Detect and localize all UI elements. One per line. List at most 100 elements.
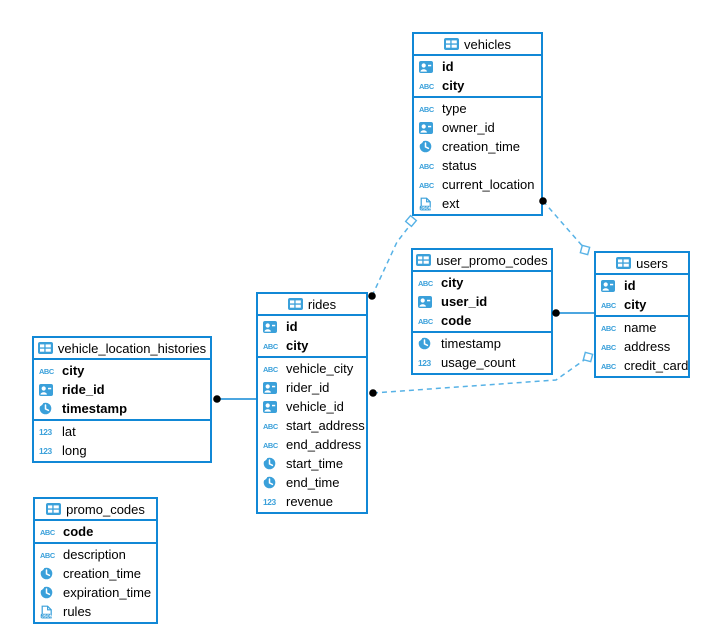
table-header[interactable]: vehicle_location_histories (34, 338, 210, 360)
column-row[interactable]: id (258, 317, 366, 336)
id-type-icon (419, 60, 433, 73)
datetime-type-icon (263, 476, 276, 489)
id-type-icon (601, 279, 615, 292)
json-type-icon: JSON (419, 197, 432, 210)
svg-text:JSON: JSON (41, 613, 52, 618)
column-row[interactable]: ABC vehicle_city (258, 359, 366, 378)
column-row[interactable]: ABC city (596, 295, 688, 314)
svg-text:ABC: ABC (601, 343, 617, 352)
svg-text:ABC: ABC (419, 105, 435, 114)
column-row[interactable]: timestamp (413, 334, 551, 353)
id-type-icon (418, 295, 432, 308)
svg-text:ABC: ABC (601, 362, 617, 371)
svg-text:ABC: ABC (40, 551, 56, 560)
datetime-type-icon (39, 402, 52, 415)
column-row[interactable]: end_time (258, 473, 366, 492)
table-icon (416, 254, 432, 266)
relation-endpoint-dot (213, 395, 221, 403)
svg-text:JSON: JSON (420, 205, 431, 210)
string-type-icon: ABC (418, 317, 434, 326)
column-name: ext (442, 196, 460, 211)
column-type-icon-cell: ABC (39, 366, 58, 376)
column-row[interactable]: start_time (258, 454, 366, 473)
column-type-icon-cell (419, 60, 438, 73)
column-row[interactable]: id (596, 276, 688, 295)
table-header[interactable]: user_promo_codes (413, 250, 551, 272)
string-type-icon: ABC (419, 82, 435, 91)
datetime-type-icon (419, 140, 432, 153)
column-row[interactable]: creation_time (35, 564, 156, 583)
datetime-type-icon (40, 586, 53, 599)
table-header[interactable]: rides (258, 294, 366, 316)
column-name: id (624, 278, 636, 293)
string-type-icon: ABC (39, 367, 55, 376)
table-header[interactable]: vehicles (414, 34, 541, 56)
datetime-type-icon (418, 337, 431, 350)
column-name: id (442, 59, 454, 74)
column-type-icon-cell: ABC (418, 278, 437, 288)
column-row[interactable]: timestamp (34, 399, 210, 418)
svg-text:ABC: ABC (419, 82, 435, 91)
id-type-icon (263, 400, 277, 413)
table-name: users (636, 255, 668, 271)
column-row[interactable]: user_id (413, 292, 551, 311)
table-header[interactable]: users (596, 253, 688, 275)
column-name: vehicle_city (286, 361, 354, 376)
column-type-icon-cell: 123 (418, 357, 437, 368)
string-type-icon: ABC (263, 365, 279, 374)
column-name: end_time (286, 475, 340, 490)
column-row[interactable]: JSON ext (414, 194, 541, 213)
string-type-icon: ABC (601, 301, 617, 310)
table-header[interactable]: promo_codes (35, 499, 156, 521)
number-type-icon: 123 (39, 446, 53, 456)
column-name: city (624, 297, 647, 312)
column-name: start_address (286, 418, 365, 433)
column-row[interactable]: expiration_time (35, 583, 156, 602)
column-row[interactable]: creation_time (414, 137, 541, 156)
column-row[interactable]: owner_id (414, 118, 541, 137)
table-icon (37, 342, 53, 354)
column-type-icon-cell: JSON (419, 197, 438, 211)
table-name: user_promo_codes (436, 252, 548, 268)
column-name: current_location (442, 177, 535, 192)
column-row[interactable]: ride_id (34, 380, 210, 399)
column-row[interactable]: id (414, 57, 541, 76)
column-row[interactable]: vehicle_id (258, 397, 366, 416)
column-row[interactable]: rider_id (258, 378, 366, 397)
column-type-icon-cell (418, 295, 437, 308)
column-type-icon-cell: 123 (39, 445, 58, 456)
table-icon (46, 503, 62, 515)
